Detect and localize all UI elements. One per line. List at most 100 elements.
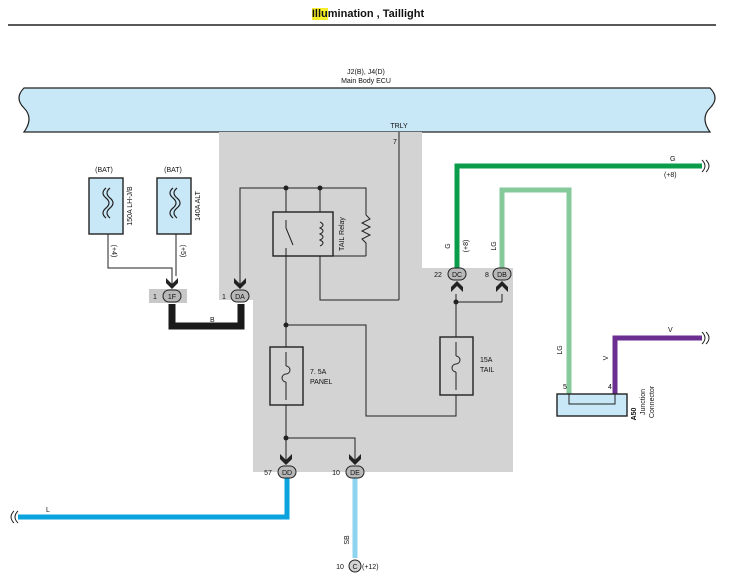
relay-name: TAIL Relay [339,217,346,251]
wire-da-top [239,187,367,284]
connector-arrow-icon [451,281,463,292]
dot [453,299,459,305]
wire-b [168,304,245,330]
connector-pin: 22 [434,272,442,279]
wire-lg-down-label: LG [557,345,564,354]
connector-dd: DD 57 [264,454,297,479]
connector-arrow-icon [234,278,246,289]
connector-body [345,465,365,479]
fuse-icon [106,187,114,219]
wire-g [454,163,702,268]
wire-to-tail-fuse [286,324,457,417]
resistor-icon [360,214,372,246]
fuse-bat2: (BAT) 140A ALT (+5) [156,167,202,258]
relay-coil [318,221,324,247]
connector-body [348,559,362,573]
wire-l-break [10,510,15,524]
junction-connector-a50: 5 4 A50 Junction Connector [556,384,656,420]
wire-lg-vert-label: LG [491,241,498,250]
relay-box [272,211,334,257]
panel-fuse-name: PANEL [310,379,333,386]
ecu-pin-num: 7 [393,139,397,146]
connector-1f: 1F 1 [149,278,187,303]
wire-sb-label: SB [344,535,351,545]
a50-code: A50 [631,407,638,420]
junction-dots [283,185,459,441]
a50-name2: Connector [649,385,656,418]
wire-l [18,478,290,520]
wire-relay-coil-bottom [319,256,399,301]
bat2-fuse-box [156,177,192,235]
connector-pin: 8 [485,272,489,279]
bat1-ref: (+4) [110,245,117,258]
ecu-block: J2(B), J4(D) Main Body ECU [18,69,716,133]
a50-box [556,393,628,417]
connector-code: DB [497,272,507,279]
fuse-icon [169,187,177,219]
ecu-bar [18,87,716,133]
ecu-pin-trly: TRLY [390,123,408,130]
connector-body [277,465,297,479]
title-highlight: Illu [311,8,328,20]
wire-v-break [701,331,706,345]
connector-arrow-icon [280,454,292,465]
connector-arrow-icon [496,281,508,292]
bat1-fuse-box [88,177,124,235]
connector-code: DC [452,272,462,279]
connector-code: DD [282,470,292,477]
wire-v-right-label: V [668,327,673,334]
a50-name1: Junction [640,389,647,415]
dot [283,185,289,191]
wire-v-break [705,331,710,345]
wire-v [612,335,702,394]
dot [283,435,289,441]
connector-code: DA [235,294,245,301]
fuse-icon [451,355,461,373]
connector-code: C [352,564,357,571]
connector-dc: DC 22 [434,267,467,292]
wire-g-break [701,159,706,173]
connector-body [492,267,512,281]
bat2-label: (BAT) [164,167,182,174]
wire-g-top-label: G [670,156,675,163]
fuse-tail: 15A TAIL [439,336,494,404]
connector-pin: 57 [264,470,272,477]
tail-fuse-rating: 15A [480,357,493,364]
dot [283,322,289,328]
bat2-fuse-name: 140A ALT [195,190,202,221]
wire-g-break [705,159,710,173]
fuse-icon [281,365,291,383]
tail-fuse-name: TAIL [480,367,494,374]
fuse-icon [173,187,181,219]
fuse-panel: 7. 5A PANEL [269,346,333,406]
a50-pin4: 4 [608,384,612,391]
fuse-bat1: (BAT) 150A LH-J/B (+4) [88,167,134,258]
wire-l-break [14,510,19,524]
panel-fuse-rating: 7. 5A [310,369,327,376]
bat1-fuse-name: 150A LH-J/B [127,186,134,226]
wire-g-vert-ref: (+8) [463,240,470,253]
connector-pin: 10 [336,564,344,571]
connector-pin: 10 [332,470,340,477]
connector-code: 1F [168,294,176,301]
connector-da: DA 1 [222,278,250,303]
relay-switch-arm [285,227,294,246]
tail-relay: TAIL Relay [272,211,346,257]
wire-g-top-ref: (+8) [664,172,677,179]
connector-arrow-icon [166,278,178,289]
wire-v-down-label: V [603,355,610,360]
connector-db: DB 8 [485,267,512,292]
connector-body [162,289,182,303]
connector-de: DE 10 [332,454,365,479]
wire-fuse1 [107,234,173,284]
fuse-icon [102,187,110,219]
bat1-label: (BAT) [95,167,113,174]
connector-arrow-icon [349,454,361,465]
connector-c: C 10 (+12) [336,559,379,573]
ecu-connector-label: J2(B), J4(D) [347,69,385,76]
page-title: Illumination , Taillight [0,8,736,20]
wire-g-vert-label: G [445,243,452,248]
dot [317,185,323,191]
bat2-ref: (+5) [179,245,186,258]
